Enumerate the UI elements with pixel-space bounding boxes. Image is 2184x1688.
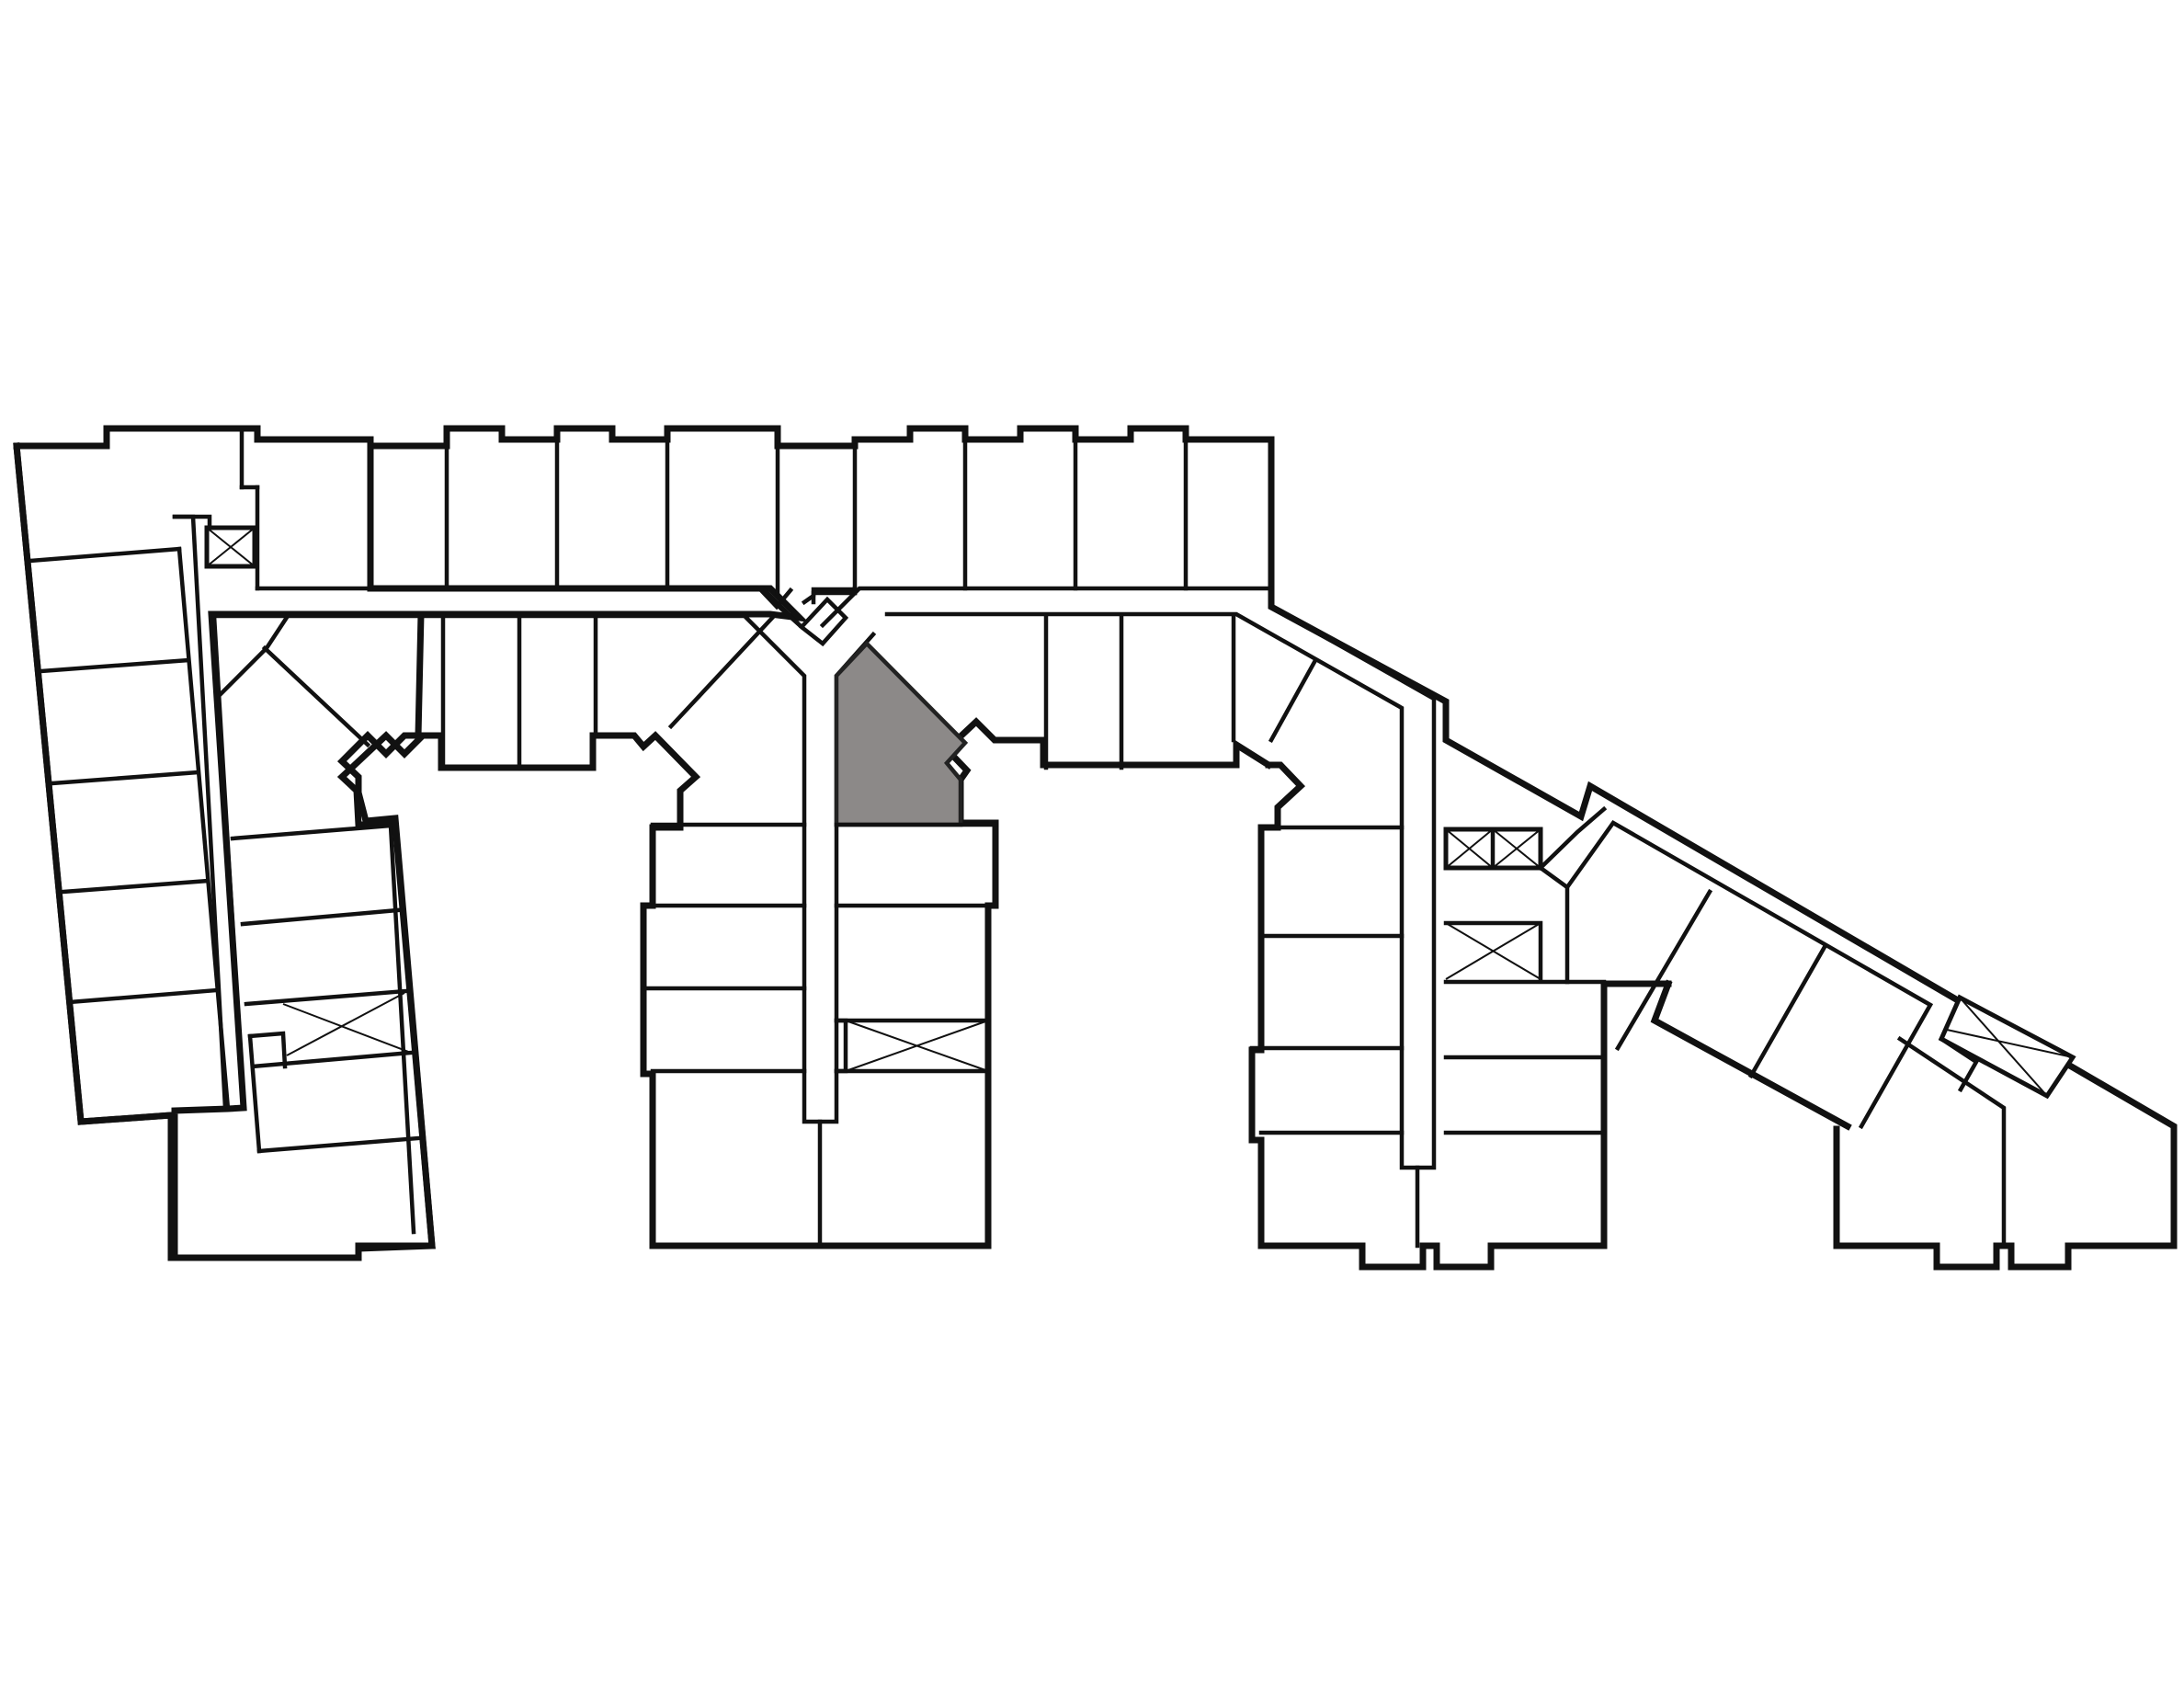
unit-divider — [240, 907, 401, 927]
unit-divider — [39, 657, 191, 674]
west-corridor-wall-b — [211, 613, 246, 1112]
unit-divider — [28, 546, 182, 564]
wall — [1938, 1035, 1979, 1093]
outer-wall-southeast-block — [1650, 979, 1852, 1131]
west-corridor-wall — [176, 546, 231, 1112]
unit-divider — [50, 770, 200, 786]
shaft-x — [286, 992, 405, 1056]
east-wing — [1614, 888, 2076, 1249]
unit-divider — [61, 878, 210, 895]
shaft-x — [1959, 997, 2048, 1097]
wall — [247, 1031, 288, 1069]
outer-wall-east-center — [1248, 761, 1672, 1271]
east-block-outline — [1564, 820, 1934, 1130]
center-south-block — [641, 822, 998, 1249]
unit-divider — [67, 987, 220, 1005]
unit-divider — [250, 1050, 414, 1069]
outer-wall-north — [13, 425, 2178, 1271]
unit-divider — [244, 988, 408, 1007]
shaft-northwest — [172, 514, 257, 569]
east-center-block — [1249, 805, 1934, 1249]
wall — [172, 514, 212, 530]
wall — [1896, 1035, 2007, 1249]
shaft-x — [1445, 828, 1494, 869]
highlighted-unit[interactable] — [834, 640, 969, 827]
diagonal-wall — [667, 612, 778, 730]
wall — [811, 590, 858, 605]
wall — [1537, 864, 1570, 985]
corridor-north-wall-east — [819, 586, 1274, 629]
wall — [247, 1033, 262, 1154]
west-wing-units — [28, 546, 421, 1235]
shaft-x — [282, 1003, 412, 1054]
shaft-x — [1492, 828, 1541, 869]
corridor-south-wall-east — [884, 603, 1437, 1170]
junction-diamond — [770, 596, 849, 647]
diagonal-wall — [1268, 658, 1318, 744]
center-court-north-units — [440, 612, 1318, 770]
unit-divider — [1614, 888, 1713, 1052]
shaft-x — [845, 1020, 989, 1072]
corridors — [172, 514, 1437, 1170]
shaft-x — [206, 527, 256, 567]
wall — [230, 823, 416, 1235]
wall — [261, 644, 371, 748]
unit-divider — [1747, 943, 1828, 1079]
shaft-x — [1445, 922, 1541, 980]
wall — [1537, 805, 1608, 872]
north-row-units — [239, 429, 1189, 605]
junction-north-left — [756, 585, 794, 610]
unit-divider — [256, 1135, 421, 1154]
shaft-x — [1946, 1029, 2074, 1058]
